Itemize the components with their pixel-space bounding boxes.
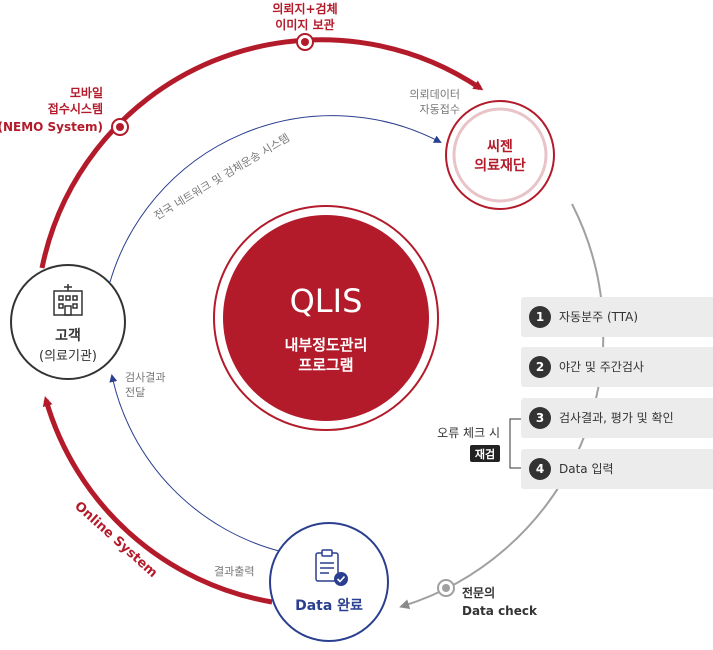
step-label-4: Data 입력 [559,462,614,476]
result-delivery-label-1: 검사결과 [125,371,165,384]
outer-arc-bottom-left [42,396,273,605]
scien-label-1: 씨젠 [487,139,513,155]
hospital-building-icon [53,284,83,316]
step-number-2: 2 [529,356,551,378]
inner-arc-bottom [109,374,284,553]
center-subtitle-2: 프로그램 [298,356,353,374]
outer-arc-top [39,37,484,269]
expert-check-marker-dot [442,584,450,592]
check-mark-icon [336,575,346,583]
check-badge-icon [334,572,348,586]
storage-marker-dot [301,38,309,46]
error-check-label: 오류 체크 시 [437,426,500,440]
online-system-label: Online System [71,499,160,581]
customer-label-2: (의료기관) [39,349,97,364]
data-done-label: Data 완료 [295,598,363,614]
step-number-1: 1 [529,306,551,328]
recheck-badge [470,445,500,462]
result-delivery-label-2: 전달 [125,386,145,399]
center-subtitle-1: 내부정도관리 [285,336,368,354]
step-label-1: 자동분주 (TTA) [559,310,639,324]
step-box-2: 2 야간 및 주간검사 [521,347,713,387]
step-label-3: 검사결과, 평가 및 확인 [559,411,674,425]
request-data-label-1: 의뢰데이터 [409,88,460,101]
step-label-2: 야간 및 주간검사 [559,360,644,374]
mobile-label-3: (NEMO System) [0,120,103,134]
customer-node [10,264,126,380]
storage-label-1: 의뢰지+검체 [272,1,337,16]
request-data-label-2: 자동접수 [420,103,460,116]
mobile-label-2: 접수시스템 [48,101,103,116]
storage-label-2: 이미지 보관 [275,17,334,32]
scien-label-2: 의료재단 [474,157,526,174]
customer-label-1: 고객 [55,327,81,344]
result-output-label: 결과출력 [214,565,254,578]
center-title: QLIS [290,282,363,320]
mobile-label-1: 모바일 [70,85,103,100]
error-check-bracket [509,418,521,469]
step-box-1: 1 자동분주 (TTA) [521,297,713,337]
step-box-3: 3 검사결과, 평가 및 확인 [521,398,713,438]
gray-arc-right [399,203,605,609]
expert-check-label-1: 전문의 [462,585,495,600]
recheck-badge-text: 재검 [475,447,495,461]
scien-node-inner [452,107,548,203]
step-number-3: 3 [529,407,551,429]
center-circle [223,215,429,421]
expert-check-label-2: Data check [462,604,538,618]
inner-arc-top [109,115,442,283]
clipboard-check-icon [315,549,339,582]
network-label: 전국 네트워크 및 검체운송 시스템 [152,131,292,222]
step-box-4: 4 Data 입력 [521,449,713,489]
mobile-marker-dot [116,123,124,131]
data-done-node [269,522,389,642]
step-number-4: 4 [529,458,551,480]
